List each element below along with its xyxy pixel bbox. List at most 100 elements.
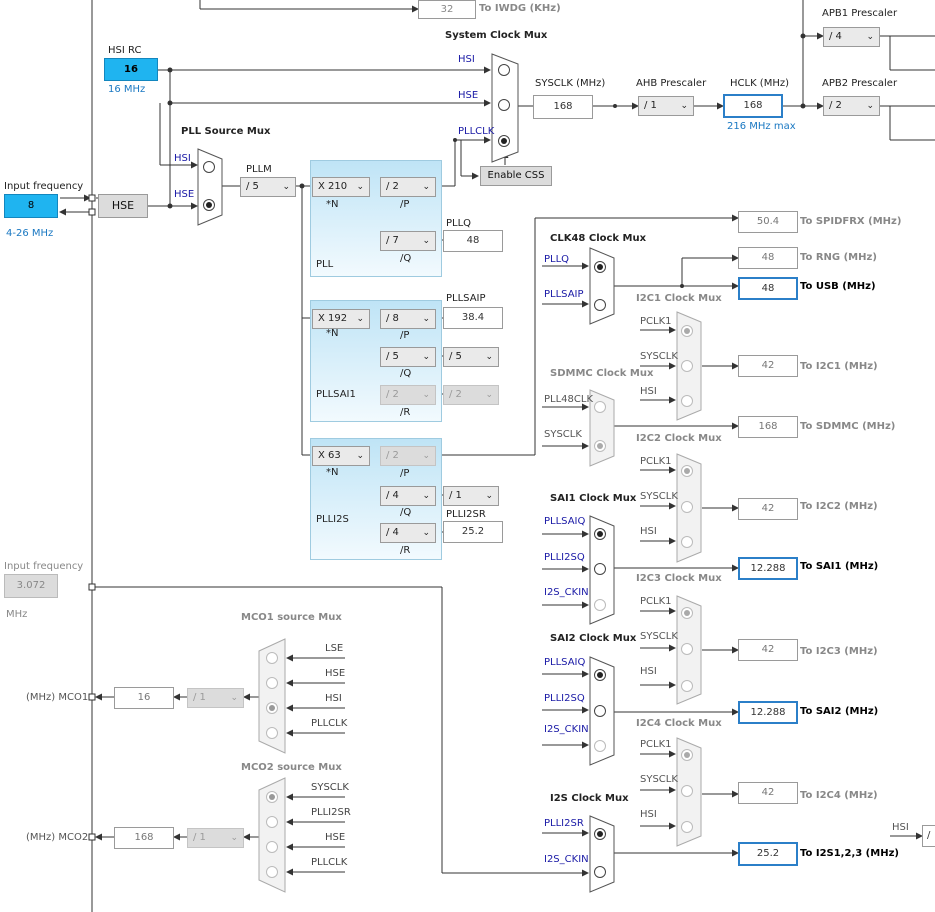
- mco1-value[interactable]: 16: [114, 687, 174, 709]
- hclk-value[interactable]: 168: [723, 94, 783, 118]
- pllsai-q-dropdown[interactable]: / 5⌄: [380, 347, 436, 367]
- i2c4-mux-title: I2C4 Clock Mux: [636, 718, 722, 729]
- plli2sr-value[interactable]: 25.2: [443, 521, 503, 543]
- pllsai-n-dropdown[interactable]: X 192⌄: [312, 309, 370, 329]
- sai2-in3: I2S_CKIN: [544, 724, 589, 735]
- pllq-value[interactable]: 48: [443, 230, 503, 252]
- sysclk-value[interactable]: 168: [533, 95, 593, 119]
- mco2-in4: PLLCLK: [311, 857, 348, 868]
- ahb-prescaler-dropdown[interactable]: / 1⌄: [638, 96, 694, 116]
- sai1-value[interactable]: 12.288: [738, 557, 798, 580]
- i2c1-label: To I2C1 (MHz): [800, 361, 878, 372]
- sdmmc-mux-shape: [589, 389, 615, 467]
- clk48-mux-shape: [589, 247, 615, 325]
- iwdg-label: To IWDG (KHz): [479, 3, 561, 14]
- sai1-label: To SAI1 (MHz): [800, 561, 879, 572]
- mco1-in1: LSE: [325, 643, 344, 654]
- i2c4-in3: HSI: [640, 809, 657, 820]
- i2c1-in3: HSI: [640, 386, 657, 397]
- usb-value[interactable]: 48: [738, 277, 798, 300]
- plli2s-r-dropdown[interactable]: / 4⌄: [380, 523, 436, 543]
- pllsai-p-dropdown[interactable]: / 8⌄: [380, 309, 436, 329]
- pllsai-r-dropdown[interactable]: / 2⌄: [380, 385, 436, 405]
- iwdg-value[interactable]: 32: [418, 0, 476, 19]
- plli2s-n-dropdown[interactable]: X 63⌄: [312, 446, 370, 466]
- plli2s-n-label: *N: [326, 467, 339, 478]
- mco1-in4: PLLCLK: [311, 718, 348, 729]
- system-clock-mux-shape: [491, 53, 519, 163]
- spidfrx-label: To SPIDFRX (MHz): [800, 216, 902, 227]
- sdmmc-value[interactable]: 168: [738, 416, 798, 438]
- i2c3-in2: SYSCLK: [640, 631, 678, 642]
- sysmux-hse-label: HSE: [458, 90, 479, 101]
- input-frequency2-value[interactable]: 3.072: [4, 574, 58, 598]
- pll-n-label: *N: [326, 199, 339, 210]
- hsi-rc-value[interactable]: 16: [104, 58, 158, 81]
- i2s-in1: PLLI2SR: [544, 818, 584, 829]
- input-frequency-label: Input frequency: [4, 181, 84, 192]
- pllsai-r2-dropdown[interactable]: / 2⌄: [443, 385, 499, 405]
- i2c2-mux-shape: [676, 453, 702, 563]
- i2c1-value[interactable]: 42: [738, 355, 798, 377]
- pllsaip-value[interactable]: 38.4: [443, 307, 503, 329]
- i2c4-in1: PCLK1: [640, 739, 672, 750]
- apb1-prescaler-dropdown[interactable]: / 4⌄: [823, 27, 880, 47]
- rng-label: To RNG (MHz): [800, 252, 877, 263]
- i2c4-mux-shape: [676, 737, 702, 847]
- hclk-label: HCLK (MHz): [730, 78, 790, 89]
- i2c3-mux-title: I2C3 Clock Mux: [636, 573, 722, 584]
- pllsai-q-label: /Q: [400, 368, 412, 379]
- plli2s-p-dropdown[interactable]: / 2⌄: [380, 446, 436, 466]
- apb2-prescaler-dropdown[interactable]: / 2⌄: [823, 96, 880, 116]
- i2c3-value[interactable]: 42: [738, 639, 798, 661]
- apb2-prescaler-label: APB2 Prescaler: [822, 78, 898, 89]
- mco2-value[interactable]: 168: [114, 827, 174, 849]
- hsi-rc-freq: 16 MHz: [108, 84, 146, 95]
- spidfrx-value[interactable]: 50.4: [738, 211, 798, 233]
- edge-partial-dropdown[interactable]: /: [922, 825, 935, 847]
- mco2-div-dropdown[interactable]: / 1⌄: [187, 828, 244, 848]
- chevron-down-icon: ⌄: [485, 491, 493, 501]
- hse-block[interactable]: HSE: [98, 194, 148, 218]
- system-clock-mux-title: System Clock Mux: [445, 30, 548, 41]
- mco2-mux-title: MCO2 source Mux: [241, 762, 342, 773]
- pllsai-q2-dropdown[interactable]: / 5⌄: [443, 347, 499, 367]
- chevron-down-icon: ⌄: [422, 236, 430, 246]
- sai2-value[interactable]: 12.288: [738, 701, 798, 724]
- mco1-label: (MHz) MCO1: [26, 692, 89, 703]
- sysclk-label: SYSCLK (MHz): [535, 78, 606, 89]
- apb1-prescaler-label: APB1 Prescaler: [822, 8, 898, 19]
- i2c4-in2: SYSCLK: [640, 774, 678, 785]
- rng-value[interactable]: 48: [738, 247, 798, 269]
- ahb-prescaler-label: AHB Prescaler: [636, 78, 707, 89]
- plli2s-q-dropdown[interactable]: / 4⌄: [380, 486, 436, 506]
- pllm-label: PLLM: [246, 164, 272, 175]
- input-frequency-value[interactable]: 8: [4, 194, 58, 218]
- plli2s-q2-dropdown[interactable]: / 1⌄: [443, 486, 499, 506]
- i2c2-value[interactable]: 42: [738, 498, 798, 520]
- i2c2-mux-title: I2C2 Clock Mux: [636, 433, 722, 444]
- pll-q-dropdown[interactable]: / 7⌄: [380, 231, 436, 251]
- enable-css-button[interactable]: Enable CSS: [480, 166, 552, 186]
- sai1-in1: PLLSAIQ: [544, 516, 586, 527]
- pllq-label: PLLQ: [446, 218, 472, 229]
- i2c2-in2: SYSCLK: [640, 491, 678, 502]
- mco1-div-dropdown[interactable]: / 1⌄: [187, 688, 244, 708]
- edge-hsi-label: HSI: [892, 822, 909, 833]
- plli2s-q-label: /Q: [400, 507, 412, 518]
- chevron-down-icon: ⌄: [422, 491, 430, 501]
- chevron-down-icon: ⌄: [422, 314, 430, 324]
- mco2-in1: SYSCLK: [311, 782, 349, 793]
- chevron-down-icon: ⌄: [422, 528, 430, 538]
- sai2-mux-shape: [589, 656, 615, 766]
- pll-p-dropdown[interactable]: / 2⌄: [380, 177, 436, 197]
- i2s-in2: I2S_CKIN: [544, 854, 589, 865]
- i2s-mux-title: I2S Clock Mux: [550, 793, 629, 804]
- pll-n-dropdown[interactable]: X 210⌄: [312, 177, 370, 197]
- sai2-in2: PLLI2SQ: [544, 693, 585, 704]
- pll-source-hse-label: HSE: [174, 189, 195, 200]
- i2s-value[interactable]: 25.2: [738, 842, 798, 866]
- i2c4-value[interactable]: 42: [738, 782, 798, 804]
- sai2-label: To SAI2 (MHz): [800, 706, 879, 717]
- pllm-dropdown[interactable]: / 5⌄: [240, 177, 296, 197]
